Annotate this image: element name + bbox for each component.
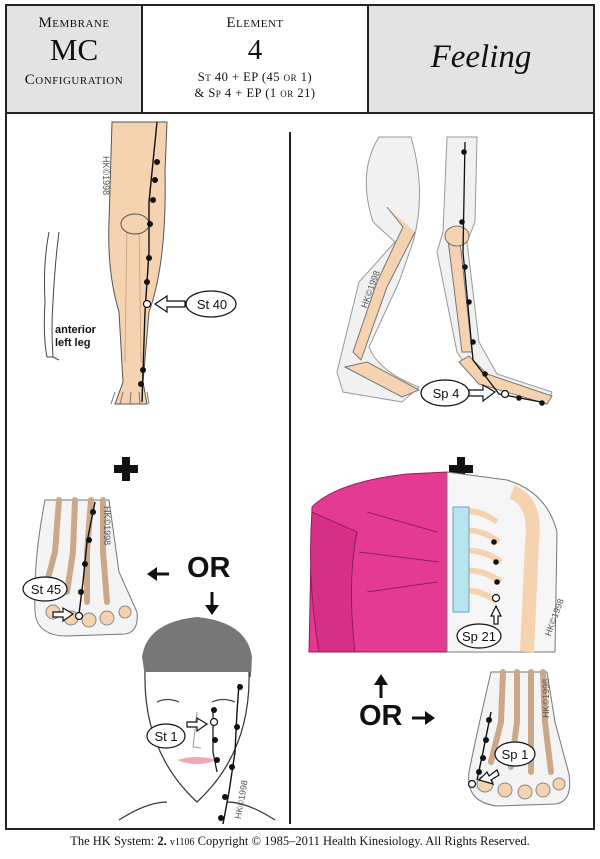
plus-sign-left	[114, 457, 138, 481]
right-foot-illustration	[467, 669, 571, 807]
title-cell: Feeling	[369, 6, 593, 112]
arrow-left-icon	[147, 567, 169, 581]
torso-illustration	[308, 471, 558, 653]
plus-sign-right	[449, 457, 473, 481]
configuration-code: MC	[49, 32, 99, 67]
membrane-label: Membrane	[38, 15, 110, 31]
right-foot-watermark: HK©1998	[541, 678, 551, 718]
card-header: Membrane MC Configuration Element 4 St 4…	[7, 6, 593, 114]
arrow-up-icon	[374, 674, 388, 698]
left-foot-illustration	[22, 497, 138, 637]
anterior-caption: anterior left leg	[55, 324, 96, 349]
element-number: 4	[247, 34, 263, 66]
caption-line-1: anterior	[55, 324, 96, 336]
caption-line-2: left leg	[55, 336, 91, 349]
element-label: Element	[226, 15, 284, 31]
footer-copyright: Copyright © 1985–2011 Health Kinesiology…	[197, 834, 530, 848]
right-leg-illustration	[336, 136, 553, 407]
sp21-callout: Sp 21	[462, 629, 496, 644]
st40-callout: St 40	[196, 297, 228, 312]
st1-callout: St 1	[154, 729, 178, 744]
or-label-left: OR	[187, 552, 231, 584]
st45-callout: St 45	[30, 582, 62, 597]
left-leg-illustration	[43, 121, 237, 405]
left-leg-watermark: HK©1998	[101, 156, 111, 196]
configuration-cell: Membrane MC Configuration	[7, 6, 143, 112]
element-card: Membrane MC Configuration Element 4 St 4…	[5, 4, 595, 830]
sp4-callout: Sp 4	[432, 386, 460, 401]
arrow-down-icon	[205, 592, 219, 615]
arrow-right-icon	[412, 711, 435, 725]
configuration-label: Configuration	[24, 72, 124, 88]
footer-volume: 2.	[157, 834, 167, 848]
face-illustration	[118, 617, 276, 825]
illustration-area	[22, 121, 571, 825]
element-cell: Element 4 St 40 + EP (45 or 1) & Sp 4 + …	[143, 6, 369, 112]
point-formula-1: St 40 + EP (45 or 1)	[197, 70, 313, 84]
element-title: Feeling	[430, 39, 532, 75]
or-label-right: OR	[359, 700, 403, 732]
copyright-footer: The HK System: 2. v1106 Copyright © 1985…	[0, 834, 600, 849]
sp1-callout: Sp 1	[501, 747, 529, 762]
footer-version: v1106	[169, 837, 195, 848]
left-foot-watermark: HK©1998	[102, 506, 112, 546]
point-formula-2: & Sp 4 + EP (1 or 21)	[194, 86, 316, 100]
footer-prefix: The HK System:	[70, 834, 155, 848]
